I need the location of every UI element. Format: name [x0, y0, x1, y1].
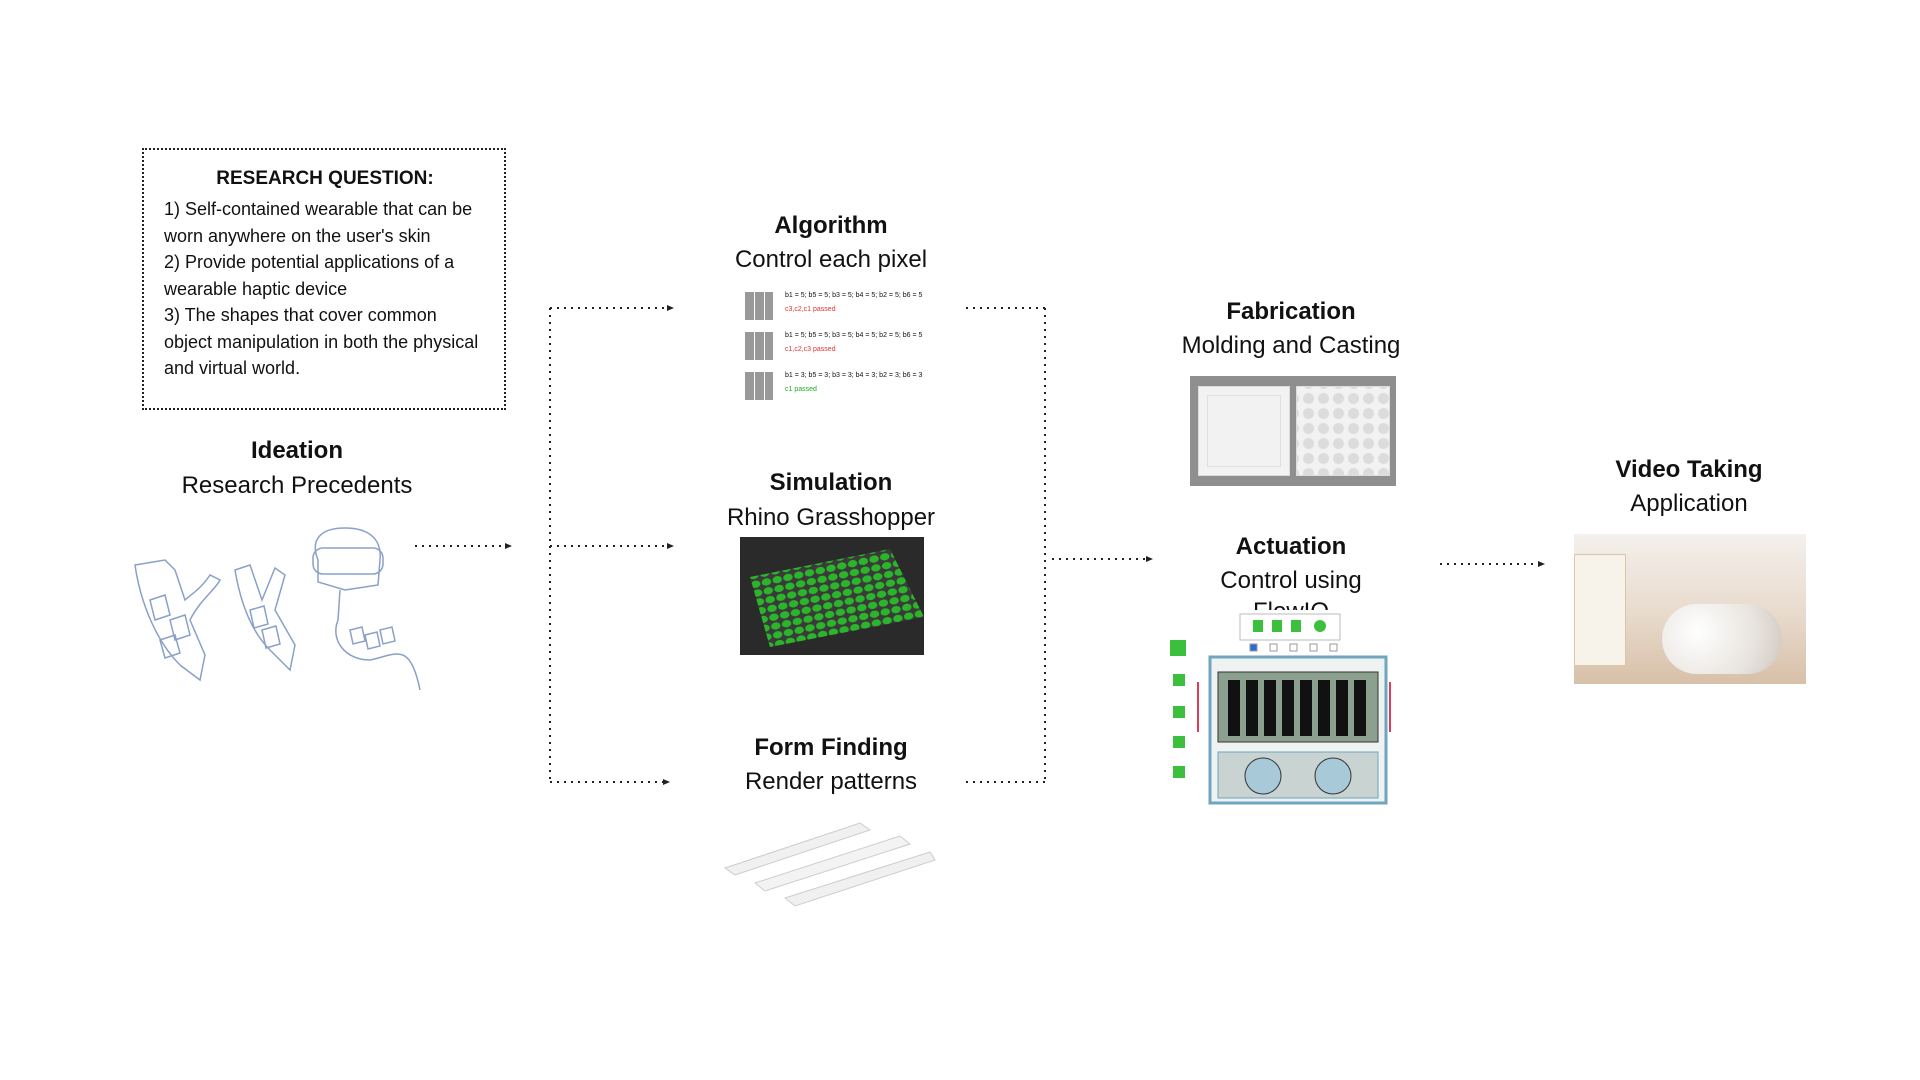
actuation-subtitle: Control using: [1220, 567, 1362, 594]
algorithm-eq-2: b1 = 5; b5 = 5; b3 = 5; b4 = 5; b2 = 5; …: [785, 332, 923, 339]
simulation-render: [740, 537, 924, 655]
mold-plain: [1198, 386, 1290, 476]
research-item-1: 1) Self-contained wearable that can be w…: [164, 199, 473, 246]
mold-pixels: [1296, 386, 1390, 476]
algorithm-eq-1: b1 = 5; b5 = 5; b3 = 5; b4 = 5; b2 = 5; …: [785, 292, 923, 299]
form-finding-title: Form Finding: [754, 734, 908, 761]
flowio-schematic: [1170, 613, 1391, 805]
ideation-title: Ideation: [250, 437, 343, 464]
side-valve-icons: [1170, 640, 1186, 778]
wearable-band: [1662, 604, 1782, 674]
actuation-diagram: [1168, 612, 1392, 808]
research-question-box: RESEARCH QUESTION: 1) Self-contained wea…: [142, 148, 506, 410]
application-photo: [1574, 534, 1806, 684]
algorithm-title: Algorithm: [774, 212, 888, 239]
algorithm-status-1: c3,c2,c1 passed: [785, 306, 836, 313]
algorithm-eq-3: b1 = 3; b5 = 3; b3 = 3; b4 = 3; b2 = 3; …: [785, 372, 923, 379]
simulation-subtitle: Rhino Grasshopper: [726, 504, 936, 531]
form-finding-render: [720, 818, 940, 908]
algorithm-image: b1 = 5; b5 = 5; b3 = 5; b4 = 5; b2 = 5; …: [745, 290, 945, 405]
algorithm-status-3: c1 passed: [785, 386, 817, 393]
form-finding-subtitle: Render patterns: [744, 768, 918, 795]
video-subtitle: Application: [1630, 490, 1748, 517]
algorithm-subtitle: Control each pixel: [734, 246, 928, 273]
device-box: [1574, 554, 1626, 666]
checkboxes: [1249, 643, 1338, 652]
fabrication-title: Fabrication: [1226, 298, 1356, 325]
pixel-grid-icon: [745, 292, 773, 320]
pixel-grid-icon: [745, 372, 773, 400]
fabrication-subtitle: Molding and Casting: [1181, 332, 1401, 359]
actuation-title: Actuation: [1235, 533, 1347, 560]
algorithm-status-2: c1,c2,c3 passed: [785, 346, 836, 353]
video-title: Video Taking: [1615, 456, 1763, 483]
green-pixel-field: [750, 549, 924, 647]
pattern-strips: [723, 822, 936, 907]
actuation-subtitle-clipped: FlowIO: [1146, 598, 1436, 610]
valve-bank: [1228, 680, 1366, 736]
research-question-title: RESEARCH QUESTION:: [216, 168, 434, 189]
fabrication-photo: [1190, 376, 1396, 486]
top-valve-icons: [1253, 620, 1326, 632]
ideation-sketch: [134, 527, 421, 691]
research-item-3: 3) The shapes that cover common object m…: [164, 305, 479, 378]
pixel-grid-icon: [745, 332, 773, 360]
ideation-subtitle: Research Precedents: [181, 472, 413, 499]
research-item-2: 2) Provide potential applications of a w…: [164, 252, 455, 299]
simulation-title: Simulation: [769, 469, 893, 496]
